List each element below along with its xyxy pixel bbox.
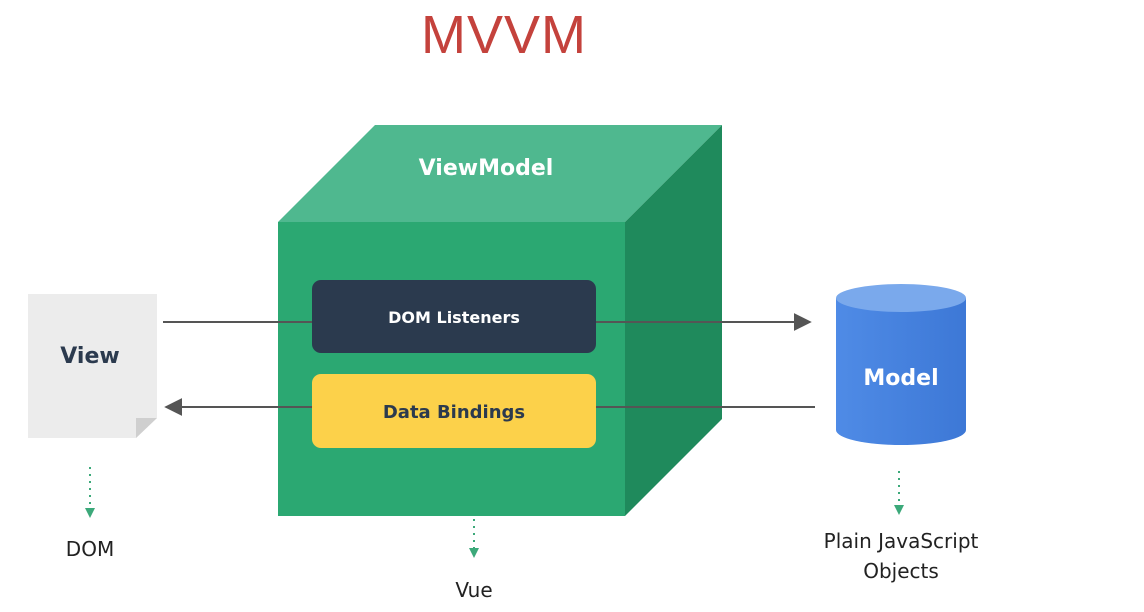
cube-top-face (278, 125, 722, 222)
model-caption-line1: Plain JavaScript (824, 529, 979, 553)
viewmodel-title: ViewModel (419, 156, 554, 181)
cube-front-face (278, 222, 625, 516)
view-document: View (28, 294, 157, 438)
dom-listeners-box: DOM Listeners (312, 280, 596, 353)
view-dotted-arrowhead (85, 508, 95, 518)
model-label: Model (863, 366, 938, 391)
vue-dotted-arrowhead (469, 548, 479, 558)
model-dotted-arrowhead (894, 505, 904, 515)
data-bindings-label: Data Bindings (383, 402, 525, 423)
cube-side-face (625, 125, 722, 516)
dom-listeners-label: DOM Listeners (388, 308, 520, 327)
viewmodel-cube: ViewModel (278, 125, 722, 516)
data-bindings-box: Data Bindings (312, 374, 596, 448)
vue-caption: Vue (455, 578, 492, 602)
model-cylinder: Model (836, 284, 966, 445)
model-caption-line2: Objects (863, 559, 939, 583)
page-title: MVVM (421, 5, 587, 65)
view-label: View (60, 344, 119, 369)
dom-caption: DOM (66, 537, 114, 561)
